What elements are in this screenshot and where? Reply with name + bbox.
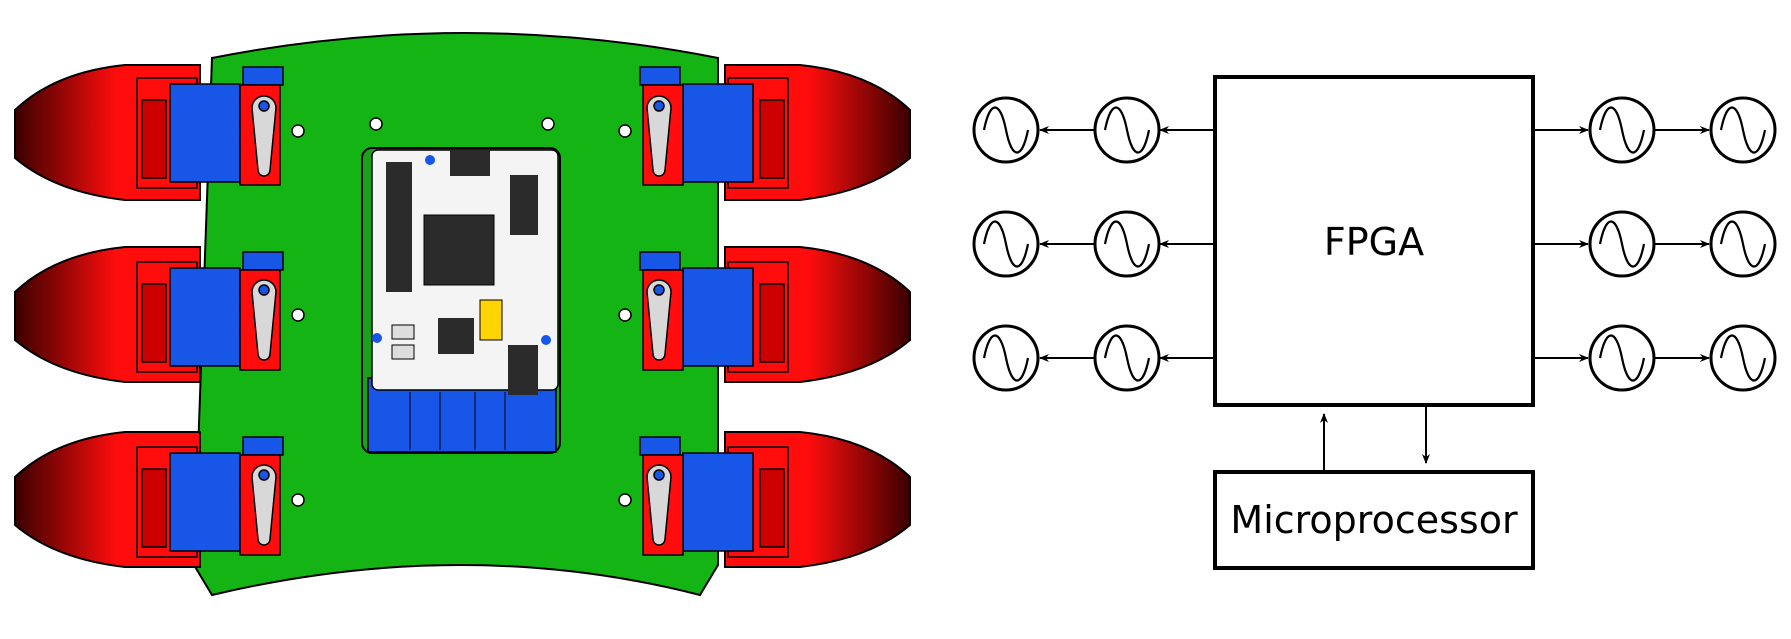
oscillator-icon: [1093, 210, 1161, 278]
right-oscillator-chains: [1533, 96, 1777, 392]
block-diagram: FPGA Microprocessor: [972, 75, 1777, 570]
fpga-label: FPGA: [1324, 220, 1424, 264]
right-servo-horns: [646, 95, 672, 546]
oscillator-icon: [1588, 210, 1656, 278]
left-oscillator-chains: [972, 96, 1215, 392]
left-servo-horns: [251, 95, 277, 546]
oscillator-icon: [1093, 324, 1161, 392]
oscillator-icon: [1709, 324, 1777, 392]
oscillator-icon: [972, 324, 1040, 392]
hexapod-robot-illustration: [14, 32, 911, 597]
microprocessor-label: Microprocessor: [1230, 498, 1518, 542]
oscillator-icon: [1093, 96, 1161, 164]
fpga-block: [1213, 75, 1535, 407]
microprocessor-block: [1213, 470, 1535, 570]
oscillator-icon: [1588, 324, 1656, 392]
controller-board: [361, 147, 561, 454]
oscillator-icon: [1709, 96, 1777, 164]
oscillator-icon: [972, 210, 1040, 278]
oscillator-icon: [1588, 96, 1656, 164]
oscillator-icon: [1709, 210, 1777, 278]
mounting-holes: [291, 117, 632, 507]
oscillator-icon: [972, 96, 1040, 164]
